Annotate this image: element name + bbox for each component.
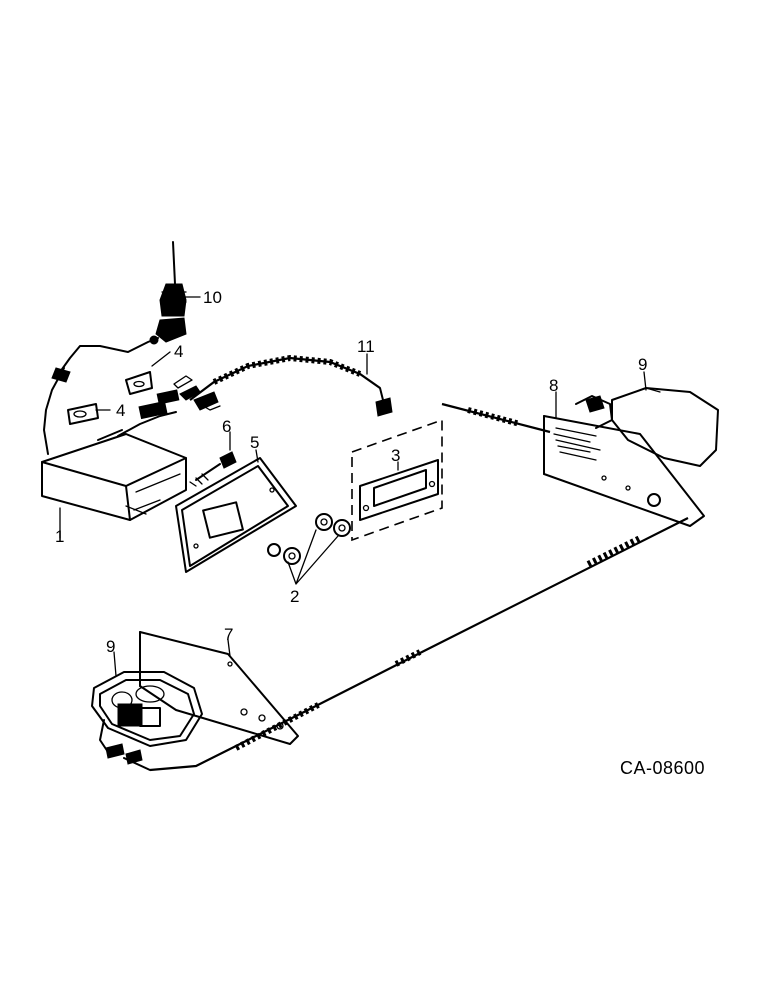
bracket-upper bbox=[125, 371, 153, 395]
callout-1: 1 bbox=[55, 527, 64, 546]
callout-11: 11 bbox=[357, 337, 375, 356]
callout-9b: 9 bbox=[106, 637, 115, 656]
callout-4a: 4 bbox=[174, 342, 183, 361]
antenna-cable bbox=[43, 367, 65, 455]
leader-5 bbox=[255, 449, 259, 463]
bracket-right bbox=[543, 415, 705, 527]
callout-3: 3 bbox=[391, 446, 400, 465]
callout-4b: 4 bbox=[116, 401, 125, 420]
mounting-bezel bbox=[175, 457, 297, 573]
leader-2 bbox=[287, 529, 339, 585]
leader-7 bbox=[227, 639, 231, 657]
harness-conduit-c bbox=[234, 701, 322, 751]
leader-4a bbox=[151, 351, 171, 367]
callout-9a: 9 bbox=[638, 355, 647, 374]
harness-run-right bbox=[441, 402, 551, 434]
callout-6: 6 bbox=[222, 417, 231, 436]
harness-run-left bbox=[149, 517, 689, 772]
bracket-left bbox=[139, 631, 299, 745]
bracket-lower bbox=[67, 403, 99, 425]
speaker-icon bbox=[91, 671, 203, 771]
callout-2: 2 bbox=[290, 587, 299, 606]
callout-8: 8 bbox=[549, 376, 558, 395]
reference-code: CA-08600 bbox=[620, 758, 705, 778]
wiring-harness bbox=[189, 354, 393, 417]
leader-9b bbox=[113, 651, 117, 677]
callout-7: 7 bbox=[224, 625, 233, 644]
faceplate-kit bbox=[351, 418, 443, 542]
callout-10: 10 bbox=[203, 288, 222, 307]
speaker-icon bbox=[575, 387, 719, 467]
screw-icon bbox=[189, 451, 237, 487]
harness-conduit-b bbox=[394, 649, 422, 667]
antenna-icon bbox=[59, 241, 187, 373]
harness-conduit-right bbox=[467, 407, 521, 427]
radio-unit-icon bbox=[41, 375, 201, 521]
callout-5: 5 bbox=[250, 433, 259, 452]
leader-9a bbox=[643, 371, 647, 391]
nut-set bbox=[267, 513, 351, 565]
harness-conduit-a bbox=[586, 535, 642, 567]
